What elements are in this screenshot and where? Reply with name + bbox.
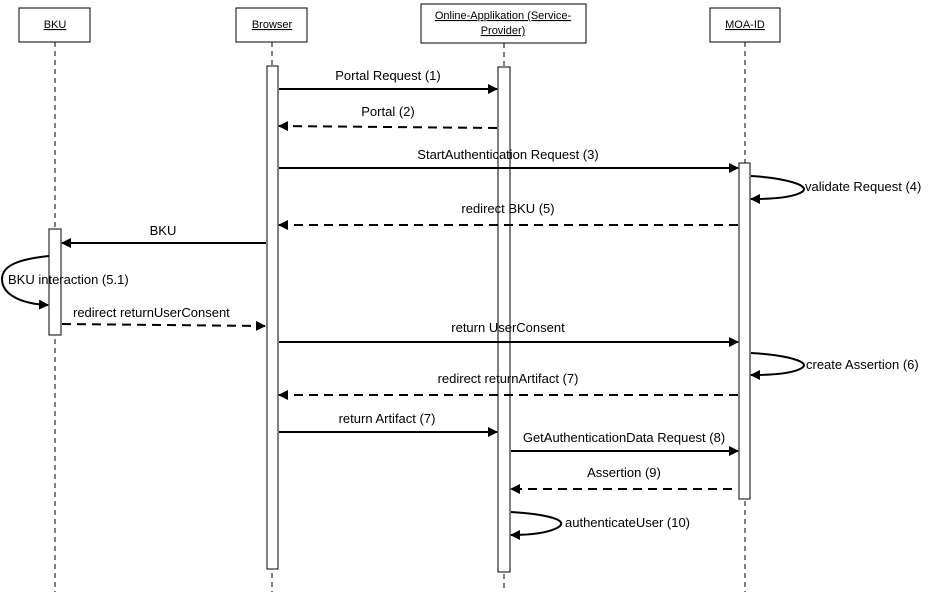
message-authenticate-user-label: authenticateUser (10) [565,515,690,530]
message-redirect-bku-label: redirect BKU (5) [461,201,554,216]
participant-app-label-line2: Provider) [481,25,526,37]
message-redirect-return-user-consent-arrow [61,320,266,331]
message-assertion-label: Assertion (9) [587,465,661,480]
participant-app-label-line1: Online-Applikation (Service- [435,10,572,22]
participant-online-applikation: Online-Applikation (Service- Provider) [420,3,587,44]
activation-bku [48,228,62,336]
participant-moa-id: MOA-ID [709,7,781,43]
participant-moa-label: MOA-ID [725,19,765,31]
activation-moa-id [738,162,751,500]
message-portal-request-label: Portal Request (1) [335,68,441,83]
message-validate-request-label: validate Request (4) [805,179,921,194]
message-bku-label: BKU [150,223,177,238]
participant-bku: BKU [18,7,91,43]
activation-online-applikation [497,66,511,573]
participant-browser-label: Browser [252,19,293,31]
message-bku-interaction-label: BKU interaction (5.1) [8,272,129,287]
message-return-user-consent-label: return UserConsent [451,320,565,335]
participant-browser: Browser [235,7,308,43]
message-redirect-return-user-consent-label: redirect returnUserConsent [73,305,230,320]
message-start-authentication-label: StartAuthentication Request (3) [417,147,598,162]
message-create-assertion-arrow [750,352,805,380]
message-bku-interaction-arrow [0,255,50,310]
message-validate-request-arrow [750,175,805,204]
message-redirect-return-artifact-label: redirect returnArtifact (7) [438,371,579,386]
participant-bku-label: BKU [44,19,67,31]
message-get-authentication-data-label: GetAuthenticationData Request (8) [523,430,725,445]
activation-browser [266,65,279,570]
message-portal-arrow [278,121,498,132]
message-authenticate-user-arrow [510,511,563,540]
message-return-artifact-label: return Artifact (7) [339,411,436,426]
message-portal-label: Portal (2) [361,104,414,119]
message-create-assertion-label: create Assertion (6) [806,357,919,372]
